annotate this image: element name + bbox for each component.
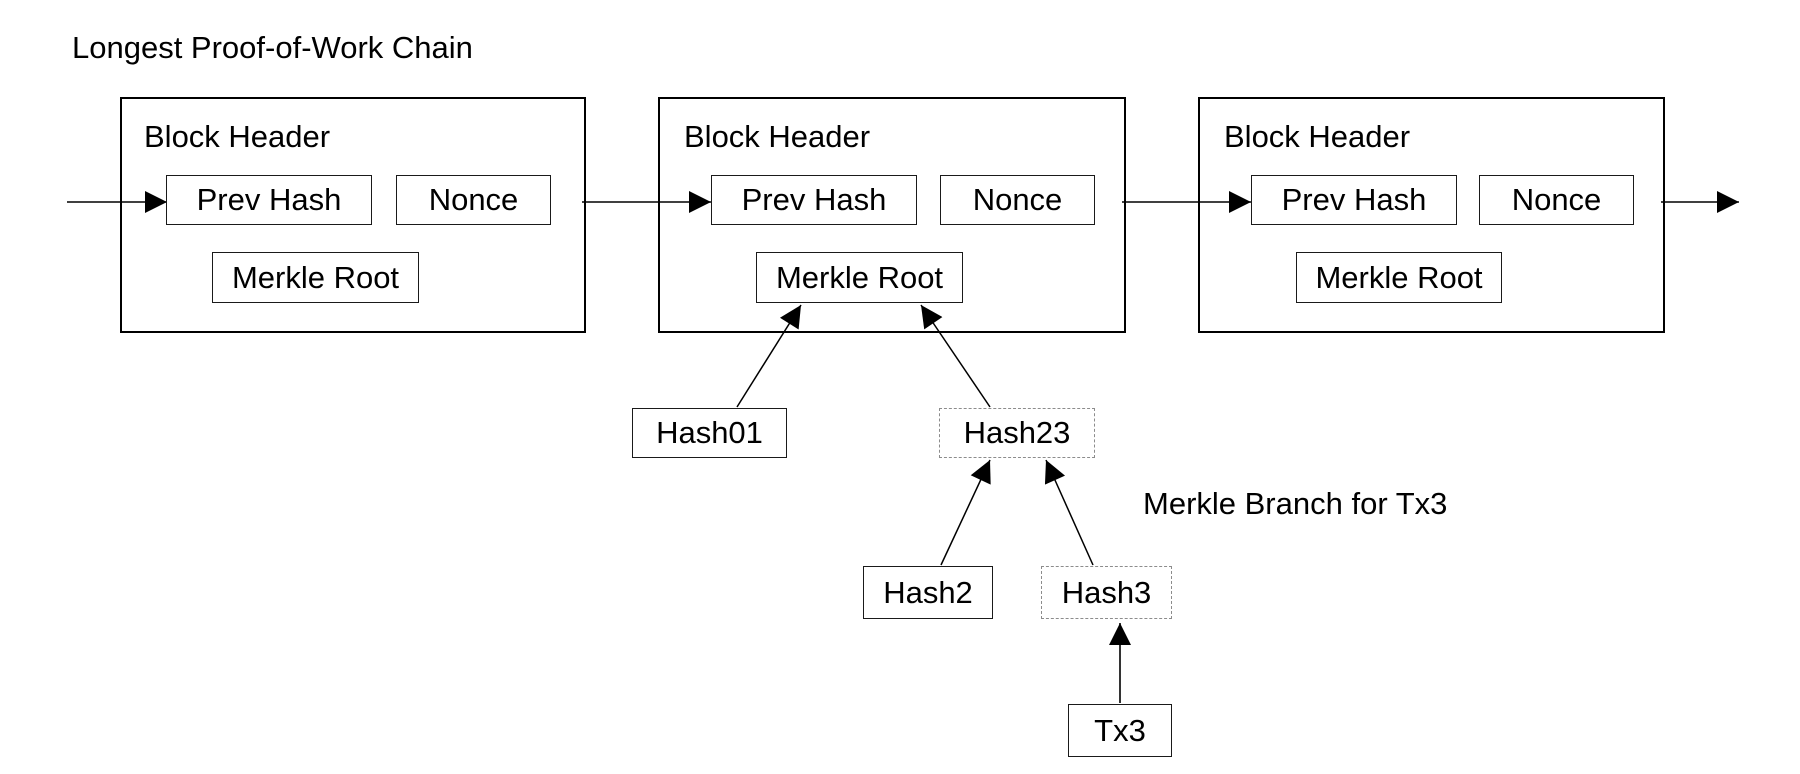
block1-prev-hash-label: Prev Hash <box>196 182 342 217</box>
block1-merkle-root-box: Merkle Root <box>212 252 419 303</box>
hash23-box: Hash23 <box>939 408 1095 458</box>
block2-nonce-box: Nonce <box>940 175 1095 225</box>
arrow-hash3-to-hash23 <box>1044 459 1094 566</box>
diagram-title: Longest Proof-of-Work Chain <box>72 30 473 65</box>
block3-prev-hash-box: Prev Hash <box>1251 175 1457 225</box>
block3-container <box>1198 97 1665 333</box>
block3-nonce-box: Nonce <box>1479 175 1634 225</box>
hash3-label: Hash3 <box>1061 574 1152 610</box>
block2-prev-hash-box: Prev Hash <box>711 175 917 225</box>
hash01-label: Hash01 <box>656 415 763 450</box>
merkle-branch-annotation: Merkle Branch for Tx3 <box>1143 486 1448 521</box>
block1-header-label: Block Header <box>144 119 331 154</box>
arrow-hash23-to-merkle-root <box>920 304 991 408</box>
block1-prev-hash-box: Prev Hash <box>166 175 372 225</box>
block2-merkle-root-box: Merkle Root <box>756 252 963 303</box>
block2-header-label: Block Header <box>684 119 871 154</box>
hash3-box: Hash3 <box>1041 566 1172 619</box>
block1-container <box>120 97 586 333</box>
block3-merkle-root-label: Merkle Root <box>1315 259 1483 295</box>
block3-header-label: Block Header <box>1224 119 1411 154</box>
hash01-box: Hash01 <box>632 408 787 458</box>
block3-merkle-root-box: Merkle Root <box>1296 252 1502 303</box>
arrow-hash2-to-hash23 <box>940 459 991 566</box>
block1-nonce-box: Nonce <box>396 175 551 225</box>
block2-prev-hash-label: Prev Hash <box>741 182 887 217</box>
hash23-label: Hash23 <box>963 415 1071 450</box>
block1-merkle-root-label: Merkle Root <box>231 259 400 295</box>
block2-container <box>658 97 1126 333</box>
tx3-box: Tx3 <box>1068 704 1172 757</box>
block2-merkle-root-label: Merkle Root <box>775 259 944 295</box>
block2-nonce-label: Nonce <box>972 182 1063 217</box>
hash2-label: Hash2 <box>883 574 973 610</box>
arrow-hash01-to-merkle-root <box>736 304 802 408</box>
block1-nonce-label: Nonce <box>428 182 519 217</box>
tx3-label: Tx3 <box>1094 712 1146 748</box>
block3-prev-hash-label: Prev Hash <box>1281 182 1427 217</box>
hash2-box: Hash2 <box>863 566 993 619</box>
block3-nonce-label: Nonce <box>1511 182 1602 217</box>
